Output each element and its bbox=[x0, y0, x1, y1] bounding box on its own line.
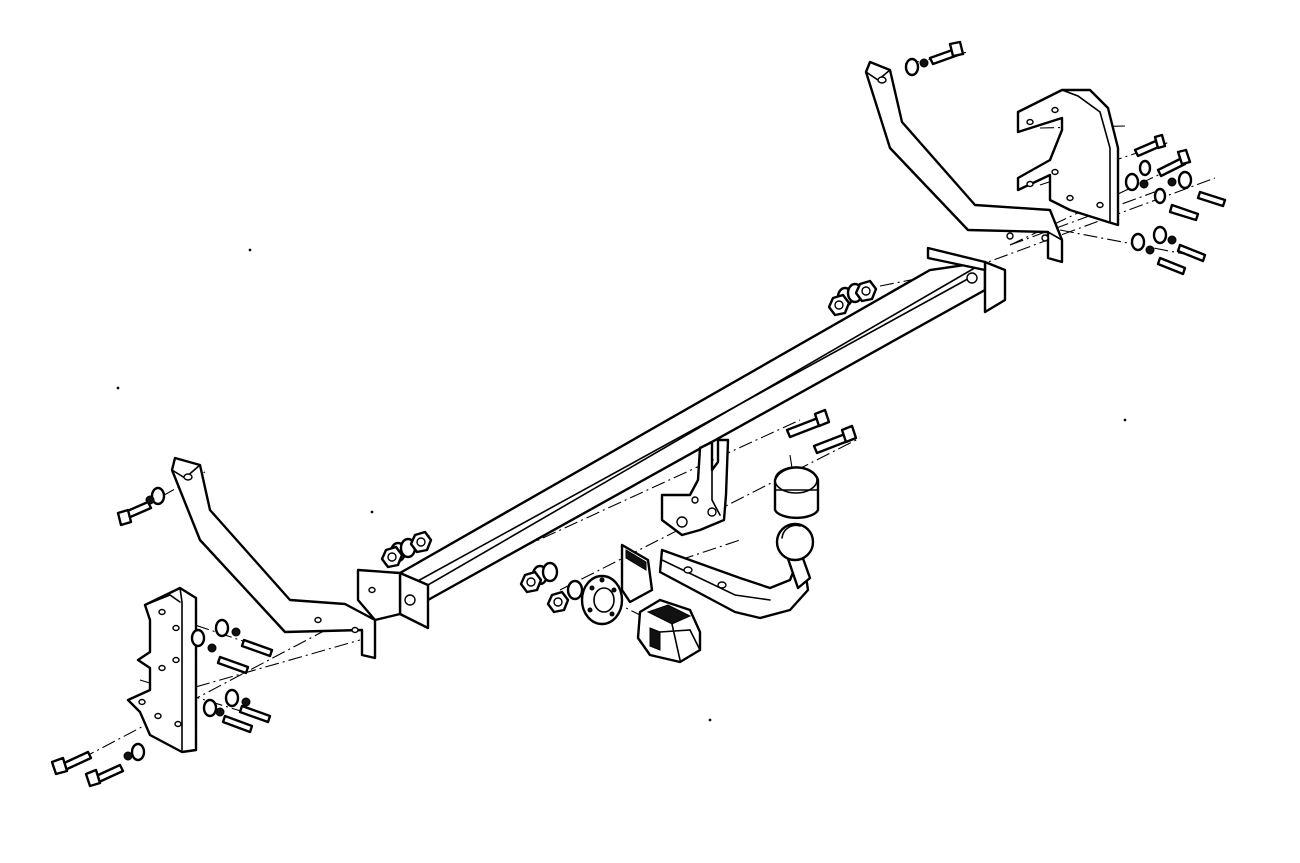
center-mounting-bracket bbox=[660, 438, 730, 537]
right-side-plate bbox=[1016, 88, 1120, 227]
bolt-set bbox=[50, 40, 1227, 788]
nut-set bbox=[123, 58, 1177, 761]
scan-specks bbox=[116, 248, 1127, 722]
tow-ball-neck bbox=[658, 522, 815, 620]
electrical-socket bbox=[636, 598, 702, 664]
socket-plate bbox=[580, 543, 654, 626]
left-upper-bracket bbox=[170, 456, 377, 660]
tow-ball-cover bbox=[773, 466, 820, 520]
main-crossbar bbox=[356, 246, 1007, 630]
right-upper-bracket bbox=[864, 60, 1064, 264]
left-side-plate bbox=[126, 586, 198, 754]
